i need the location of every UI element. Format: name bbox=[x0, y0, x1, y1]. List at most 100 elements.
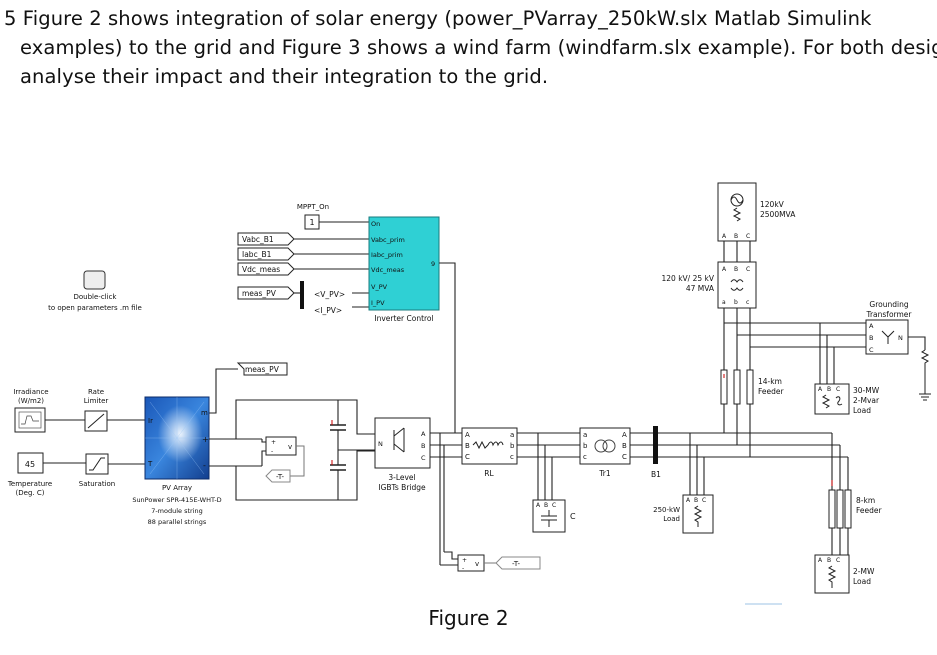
saturation-block[interactable]: Saturation bbox=[79, 453, 116, 488]
tm-lv-a: a bbox=[722, 299, 726, 306]
mppt-value: 1 bbox=[309, 218, 314, 227]
question-line-3: analyse their impact and their integrati… bbox=[20, 65, 549, 88]
vm1-wire bbox=[261, 439, 266, 466]
irradiance-label2: (W/m2) bbox=[18, 397, 44, 405]
load2-port-c: C bbox=[836, 557, 840, 564]
bridge-port-a: A bbox=[421, 430, 426, 438]
temperature-label2: (Deg. C) bbox=[16, 489, 45, 497]
dc-link-wires bbox=[209, 399, 375, 501]
load2-line1: 2-MW bbox=[853, 567, 875, 576]
tm-lv-b: b bbox=[734, 299, 738, 306]
bridge-port-b: B bbox=[421, 442, 425, 450]
grid-bus-wires bbox=[723, 308, 866, 384]
load2-port-a: A bbox=[818, 557, 823, 564]
pv-port-m: m bbox=[201, 409, 208, 417]
from-tag-meas-label: meas_PV bbox=[242, 289, 277, 298]
igbt-bridge-block[interactable]: N A B C 3-Level IGBTs Bridge bbox=[374, 417, 431, 492]
tr1-in-c: c bbox=[583, 453, 587, 461]
grounding-transformer[interactable]: Grounding Transformer A B C N bbox=[865, 300, 931, 401]
source-120kv[interactable]: A B C 120kV 2500MVA bbox=[717, 182, 796, 242]
load250-line1: 250-kW bbox=[653, 506, 680, 514]
load30-line1: 30-MW bbox=[853, 386, 880, 395]
ic-port-ipv: I_PV bbox=[371, 299, 385, 307]
feeder-8km[interactable]: 8-km Feeder bbox=[828, 433, 883, 555]
goto-t-2[interactable]: -T- bbox=[495, 556, 541, 570]
saturation-label: Saturation bbox=[79, 480, 116, 488]
from-tag-vabc[interactable]: Vabc_B1 bbox=[237, 232, 295, 246]
rl-out-a: a bbox=[510, 431, 514, 439]
inverter-control-block[interactable]: On Vabc_prim Iabc_prim Vdc_meas V_PV I_P… bbox=[368, 216, 440, 323]
question-line-1: 5 Figure 2 shows integration of solar en… bbox=[4, 7, 872, 30]
b1-label: B1 bbox=[651, 470, 661, 479]
grounding-port-c: C bbox=[869, 346, 874, 354]
feeder8-line2: Feeder bbox=[856, 506, 883, 515]
bottom-voltage-meter[interactable]: + - v bbox=[457, 554, 485, 572]
rl-in-a: A bbox=[465, 431, 470, 439]
pv-array-title: PV Array bbox=[162, 484, 192, 492]
grounding-port-b: B bbox=[869, 334, 873, 342]
capacitor-block[interactable]: A B C C bbox=[532, 499, 576, 533]
feeder14-line1: 14-km bbox=[758, 377, 782, 386]
cap-port-c: C bbox=[552, 502, 556, 509]
b1-bus[interactable]: B1 bbox=[651, 426, 661, 479]
tr1-block[interactable]: a b c A B C Tr1 bbox=[579, 427, 631, 478]
bridge-port-n: N bbox=[378, 440, 383, 448]
bus-selector-out2: <I_PV> bbox=[314, 306, 342, 315]
vm1-v: v bbox=[288, 443, 292, 451]
pv-array-block[interactable]: m + - Ir T PV Array SunPower SPR-415E-WH… bbox=[132, 396, 222, 526]
load-250kw[interactable]: A B C 250-kW Load bbox=[653, 494, 714, 534]
load-30mw[interactable]: A B C 30-MW 2-Mvar Load bbox=[814, 383, 880, 415]
tm-hv-a: A bbox=[722, 266, 727, 273]
rate-limiter-block[interactable]: Rate Limiter bbox=[84, 388, 109, 432]
goto-t-1[interactable]: -T- bbox=[265, 469, 291, 483]
ic-port-on: On bbox=[371, 220, 380, 228]
control-wires bbox=[294, 221, 369, 308]
feeder14-line2: Feeder bbox=[758, 387, 785, 396]
from-tag-meas[interactable]: meas_PV bbox=[237, 286, 295, 300]
temperature-block[interactable]: 45 Temperature (Deg. C) bbox=[7, 452, 52, 497]
rl-label: RL bbox=[484, 469, 494, 478]
rl-in-c: C bbox=[465, 453, 470, 461]
grounding-line1: Grounding bbox=[869, 300, 908, 309]
question-text: 5 Figure 2 shows integration of solar en… bbox=[4, 4, 937, 91]
mppt-constant-block[interactable]: MPPT_On 1 bbox=[297, 203, 329, 230]
feeder-14km[interactable]: 14-km Feeder bbox=[720, 369, 785, 405]
pv-port-t: T bbox=[147, 460, 153, 468]
load-2mw[interactable]: A B C 2-MW Load bbox=[814, 554, 875, 594]
from-tag-iabc[interactable]: Iabc_B1 bbox=[237, 247, 295, 261]
capacitor-label: C bbox=[570, 512, 576, 521]
rl-in-b: B bbox=[465, 442, 470, 450]
figure-caption: Figure 2 bbox=[428, 606, 509, 630]
dc-voltage-meter[interactable]: + - v bbox=[265, 436, 297, 456]
load30-port-b: B bbox=[827, 386, 831, 393]
temperature-value: 45 bbox=[25, 460, 35, 469]
vm1-minus: - bbox=[271, 448, 273, 455]
goto-meas[interactable]: meas_PV bbox=[236, 362, 288, 376]
mppt-label: MPPT_On bbox=[297, 203, 329, 211]
main-transformer[interactable]: A B C a b c 120 kV/ 25 kV 47 MVA bbox=[662, 261, 757, 309]
ic-port-vdc: Vdc_meas bbox=[371, 266, 405, 274]
pv-port-ir: Ir bbox=[148, 417, 153, 425]
grounding-port-n: N bbox=[898, 334, 903, 342]
source-port-a: A bbox=[722, 233, 727, 240]
load250-port-a: A bbox=[686, 497, 691, 504]
pv-port-minus: - bbox=[203, 461, 206, 470]
source-line1: 120kV bbox=[760, 200, 785, 209]
parameters-label-1: Double-click bbox=[74, 293, 118, 301]
irradiance-block[interactable]: Irradiance (W/m2) bbox=[13, 388, 49, 433]
load2-port-b: B bbox=[827, 557, 831, 564]
parameters-block[interactable]: Double-click to open parameters .m file bbox=[48, 270, 142, 312]
rl-out-c: c bbox=[510, 453, 514, 461]
from-tag-vdc[interactable]: Vdc_meas bbox=[237, 262, 295, 276]
ic-port-iabc: Iabc_prim bbox=[371, 251, 403, 259]
ic-port-vpv: V_PV bbox=[371, 283, 388, 291]
bus-selector[interactable]: <V_PV> <I_PV> bbox=[300, 281, 345, 315]
feeder8-line1: 8-km bbox=[856, 496, 875, 505]
ic-port-vabc: Vabc_prim bbox=[371, 236, 405, 244]
cap-port-a: A bbox=[536, 502, 541, 509]
inverter-control-title: Inverter Control bbox=[374, 314, 433, 323]
goto-t-2-label: -T- bbox=[512, 560, 521, 568]
rl-block[interactable]: A B C a b c RL bbox=[461, 427, 518, 478]
source-port-c: C bbox=[746, 233, 750, 240]
